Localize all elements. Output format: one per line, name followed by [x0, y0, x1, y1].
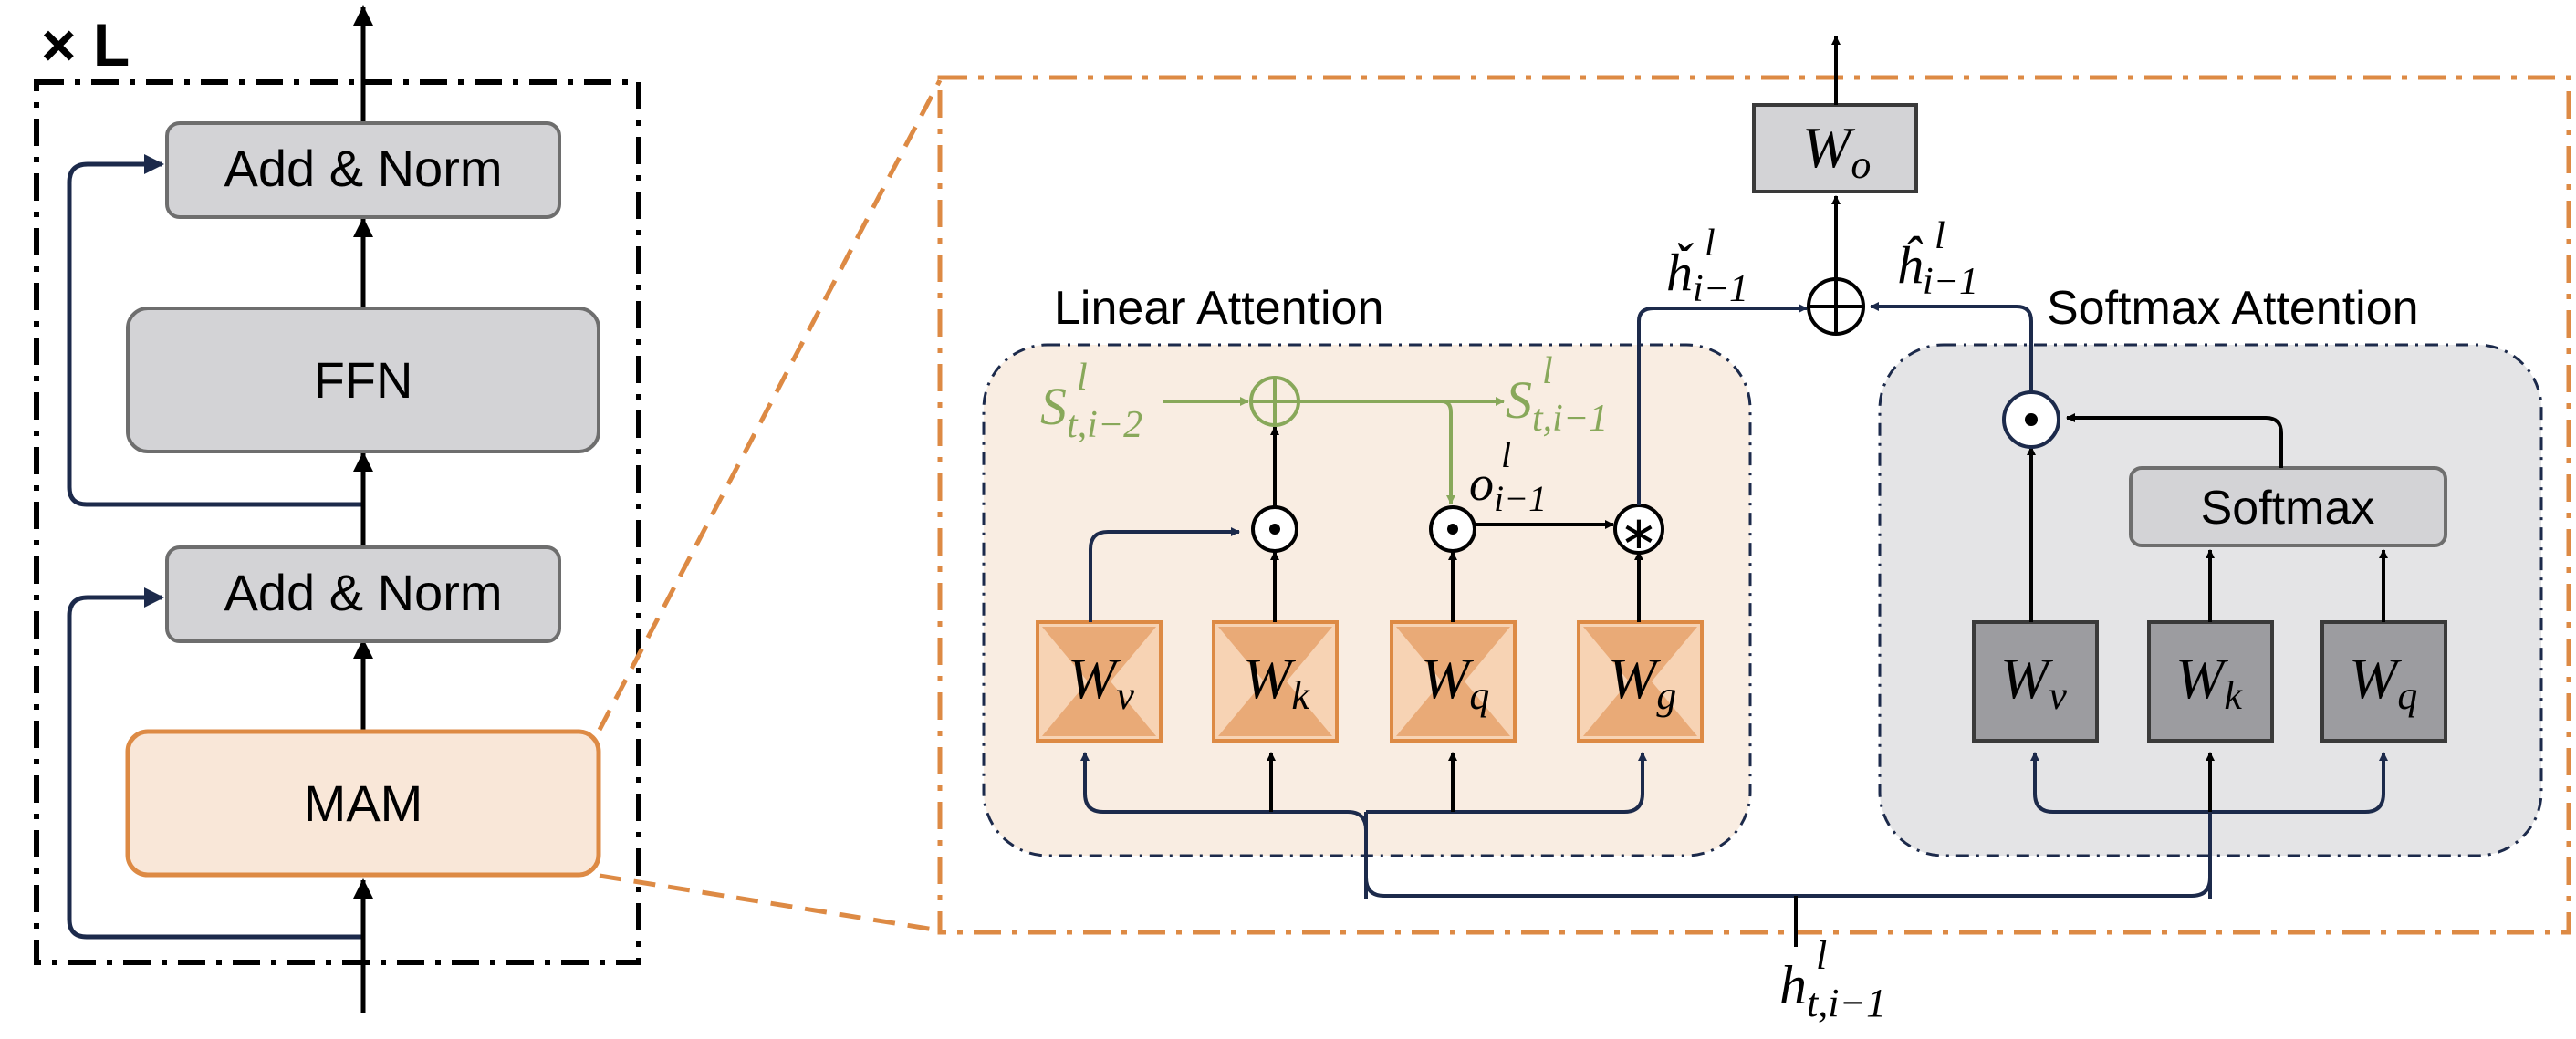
state-prev-sup: l: [1077, 357, 1088, 399]
zoom-connector-top: [597, 78, 943, 732]
softmax-label: Softmax: [2201, 482, 2375, 535]
merge-section: Wo ȟi−1 l ĥi−1 l: [1666, 36, 1978, 336]
svg-text:Wq: Wq: [1421, 646, 1489, 718]
weight-box-wk: Wk: [1212, 620, 1339, 743]
left-block-frame: [34, 79, 641, 965]
left-block: × L Add & Norm FFN Add & Norm MAM: [34, 5, 641, 1013]
q-multiply-op: [1429, 505, 1476, 553]
weight-box-wv: Wv: [1036, 620, 1163, 743]
softmax-to-dot-arrow: [2066, 413, 2283, 468]
state-curr-sup: l: [1542, 350, 1553, 392]
softmax-weight-wv: Wv: [1972, 620, 2099, 743]
linear-input-bus-g: [1366, 752, 1647, 814]
softmax-multiply-op: [2002, 390, 2060, 449]
merge-left-input-sup: l: [1705, 223, 1716, 265]
ffn-box: [126, 307, 600, 453]
residual-arrow-bottom: [67, 587, 363, 940]
add-norm-top-box: [165, 121, 561, 219]
linear-attention-panel: Linear Attention Wv Wk Wq Wg: [982, 282, 1808, 899]
input-sup: l: [1816, 933, 1827, 978]
weight-box-wg: Wg: [1577, 620, 1704, 743]
merge-right-input-sup: l: [1935, 215, 1945, 257]
state-add-op: [1249, 376, 1300, 427]
merge-left-input-label: ȟi−1: [1666, 243, 1748, 310]
mam-detail-frame: [937, 75, 2571, 935]
softmax-input-bus-q: [2210, 752, 2388, 814]
svg-text:Wk: Wk: [1243, 646, 1310, 718]
svg-text:∗: ∗: [1620, 507, 1658, 558]
svg-text:Wg: Wg: [1608, 646, 1676, 718]
softmax-box: [2129, 466, 2447, 547]
add-norm-bottom-box: [165, 545, 561, 643]
softmax-weight-wk: Wk: [2147, 620, 2274, 743]
output-o-sup: l: [1501, 434, 1511, 475]
input-bus: [1364, 812, 2212, 898]
softmax-input-bus: [2030, 752, 2212, 899]
mam-box: [125, 729, 601, 878]
merge-right-input-label: ĥi−1: [1896, 235, 1978, 303]
state-prev-label: St,i−2: [1040, 377, 1142, 446]
zoom-connector-bottom: [599, 873, 941, 933]
state-curr-label: St,i−1: [1506, 370, 1608, 440]
gate-multiply-op: ∗: [1613, 504, 1664, 558]
merge-add-op: [1807, 277, 1865, 336]
repeat-label: × L: [41, 11, 130, 78]
svg-text:Wk: Wk: [2175, 646, 2243, 718]
output-o-label: oi−1: [1469, 456, 1547, 519]
add-norm-bottom-label: Add & Norm: [224, 564, 503, 621]
ffn-label: FFN: [314, 351, 413, 409]
star-to-merge-arrow: [1637, 304, 1808, 505]
state-to-q-arrow: [1441, 400, 1455, 504]
wv-to-dot-arrow: [1089, 527, 1240, 622]
softmax-weight-wq: Wq: [2320, 620, 2447, 743]
kv-multiply-op: [1251, 505, 1298, 553]
softmax-attention-title: Softmax Attention: [2047, 282, 2419, 335]
svg-text:Wv: Wv: [1068, 646, 1134, 718]
svg-text:Wq: Wq: [2349, 646, 2417, 718]
wo-label: Wo: [1802, 115, 1871, 187]
input-label: ht,i−1: [1779, 955, 1886, 1025]
mam-label: MAM: [304, 774, 423, 832]
softmax-attention-panel: Softmax Attention Wv Wk Wq Softmax: [1870, 282, 2543, 899]
linear-attention-title: Linear Attention: [1054, 282, 1383, 335]
shared-input: ht,i−1 l: [1364, 812, 2212, 1025]
svg-text:Wv: Wv: [2000, 646, 2067, 718]
residual-arrow-top: [67, 154, 363, 507]
wo-box: [1752, 103, 1918, 193]
add-norm-top-label: Add & Norm: [224, 140, 503, 197]
softmax-to-merge-arrow: [1870, 302, 2033, 392]
weight-box-wq: Wq: [1390, 620, 1517, 743]
